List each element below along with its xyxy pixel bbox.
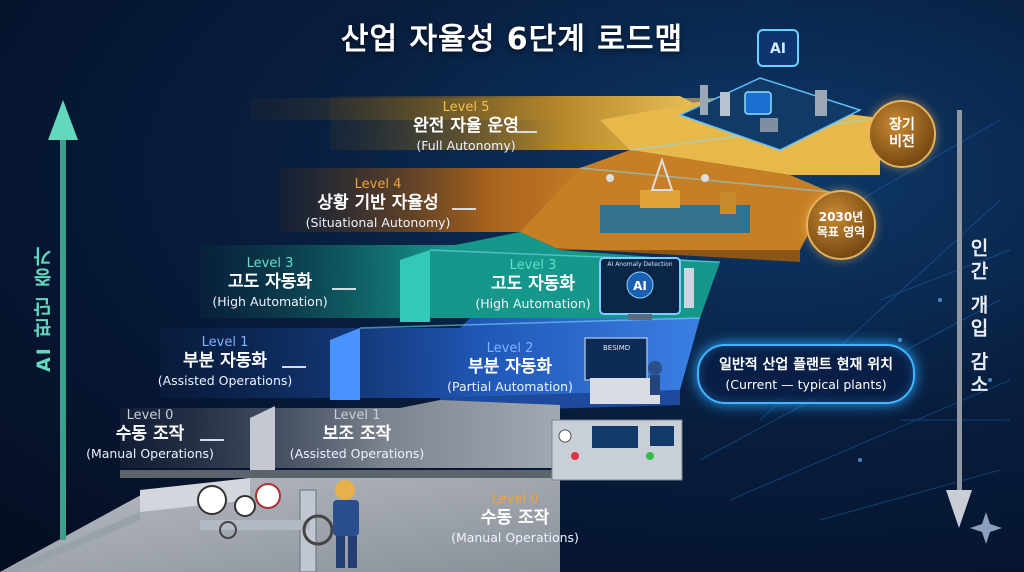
level0-korean: 수동 조작: [115, 424, 185, 445]
monitor-caption: AI Anomaly Detection: [607, 261, 672, 268]
control-room-caption: BESIMD: [603, 344, 630, 352]
label-level1-left: Level 1 부분 자동화 (Assisted Operations): [125, 335, 325, 388]
stair-label-level0: Level 0 수동 조작 (Manual Operations): [440, 492, 590, 545]
level3-korean: 고도 자동화: [227, 272, 313, 293]
stair2-english: (Partial Automation): [447, 378, 573, 394]
ai-monitor-icon: [599, 257, 694, 320]
current-position-korean: 일반적 산업 플랜트 현재 위치: [718, 357, 894, 373]
stair3-korean: 고도 자동화: [490, 274, 576, 295]
monitor-ai-label: AI: [633, 279, 647, 293]
ai-chip-icon: AI: [770, 41, 786, 57]
sparkle-icon: [970, 512, 1002, 544]
smart-factory-icon: [678, 29, 862, 151]
manual-valves-icon: [197, 483, 334, 572]
level0-english: (Manual Operations): [86, 445, 214, 461]
label-level3-left: Level 3 고도 자동화 (High Automation): [170, 256, 370, 309]
level4-english: (Situational Autonomy): [305, 214, 451, 230]
stair-label-level3: Level 3 고도 자동화 (High Automation): [458, 258, 608, 311]
connector-line: [200, 439, 224, 441]
label-level5: Level 5 완전 자율 운영 (Full Autonomy): [366, 100, 566, 153]
current-position-callout: 일반적 산업 플랜트 현재 위치 (Current — typical plan…: [697, 344, 915, 404]
level1-english: (Assisted Operations): [157, 372, 293, 388]
stair-label-level1: Level 1 보조 조작 (Assisted Operations): [282, 408, 432, 461]
ai-increase-label: AI 판단 증가: [33, 245, 55, 373]
current-position-english: (Current — typical plants): [725, 377, 887, 392]
control-panel-icon: [551, 419, 683, 481]
human-decrease-arrow: [946, 110, 972, 528]
level0-number: Level 0: [126, 408, 174, 423]
level3-english: (High Automation): [212, 293, 328, 309]
label-level4: Level 4 상황 기반 자율성 (Situational Autonomy): [278, 177, 478, 230]
stair1-korean: 보조 조작: [322, 424, 392, 445]
connector-line: [452, 208, 476, 210]
level1-number: Level 1: [201, 335, 249, 350]
worker-icon: [333, 480, 359, 568]
connector-line: [332, 288, 356, 290]
level4-number: Level 4: [354, 177, 402, 192]
stair3-number: Level 3: [509, 258, 557, 273]
label-level0-left: Level 0 수동 조작 (Manual Operations): [50, 408, 250, 461]
connector-line: [282, 366, 306, 368]
level5-english: (Full Autonomy): [416, 137, 516, 153]
ai-increase-arrow: [48, 100, 78, 540]
level4-korean: 상황 기반 자율성: [317, 193, 439, 214]
human-decrease-label: 인간 개입 감소: [967, 238, 989, 398]
offshore-rig-icon: [600, 156, 750, 233]
stair-label-level2: Level 2 부분 자동화 (Partial Automation): [430, 341, 590, 394]
long-term-badge-text: 장기 비전: [889, 116, 915, 151]
stair0-korean: 수동 조작: [480, 508, 550, 529]
connector-line: [515, 131, 537, 133]
control-room-icon: [584, 337, 662, 404]
level1-korean: 부분 자동화: [182, 351, 268, 372]
level5-korean: 완전 자율 운영: [413, 116, 519, 137]
target-badge-text: 2030년 목표 영역: [816, 210, 866, 239]
stair0-english: (Manual Operations): [451, 529, 579, 545]
level3-number: Level 3: [246, 256, 294, 271]
stair1-number: Level 1: [333, 408, 381, 423]
long-term-vision-badge: 장기 비전: [868, 100, 936, 168]
stair0-number: Level 0: [491, 492, 539, 507]
level5-number: Level 5: [442, 100, 490, 115]
target-2030-badge: 2030년 목표 영역: [806, 190, 876, 260]
stair2-korean: 부분 자동화: [467, 357, 553, 378]
stair3-english: (High Automation): [475, 295, 591, 311]
stair1-english: (Assisted Operations): [289, 445, 425, 461]
page-title: 산업 자율성 6단계 로드맵: [340, 22, 684, 57]
stair2-number: Level 2: [486, 341, 534, 356]
